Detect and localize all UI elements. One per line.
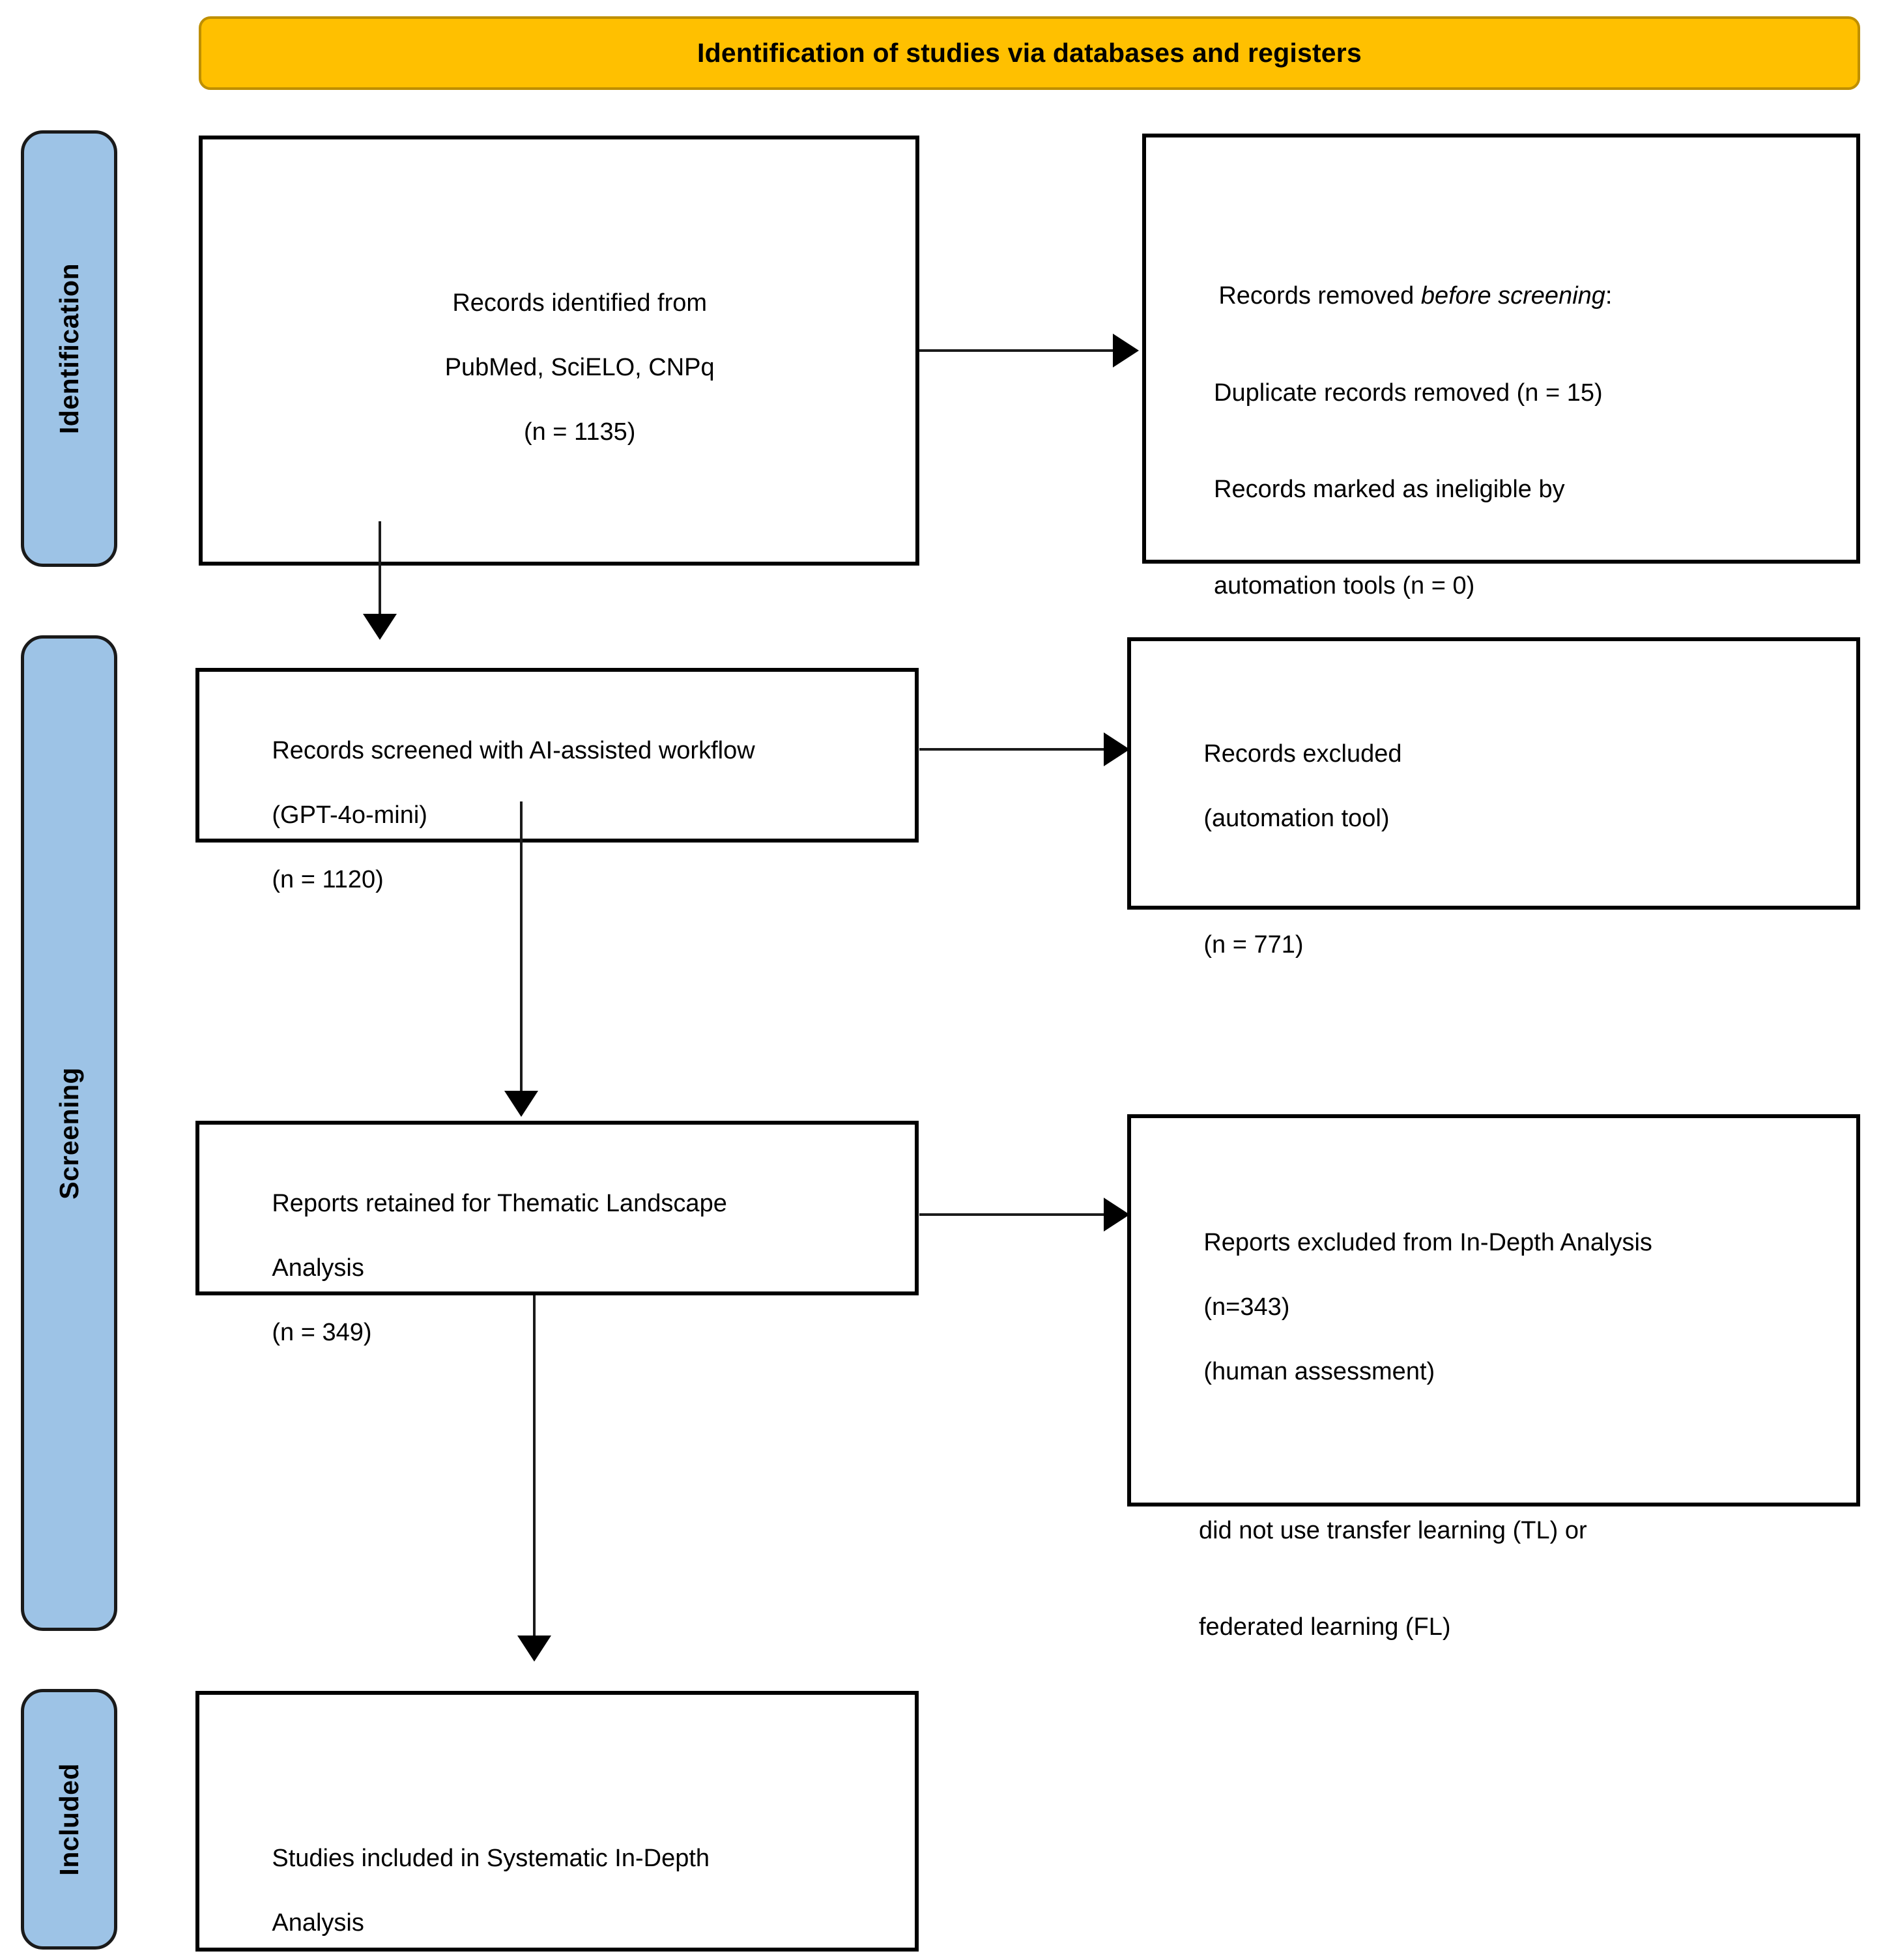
records-excluded-line1: Records excluded <box>1203 740 1402 768</box>
connector-screened-to-excluded-arrowhead <box>1104 732 1130 766</box>
records-screened-model: (GPT-4o-mini) <box>272 801 427 829</box>
reports-excluded-method: (human assessment) <box>1203 1357 1435 1385</box>
connector-retained-to-excluded-line <box>919 1213 1107 1216</box>
studies-included-line2: Analysis <box>272 1909 364 1937</box>
records-removed-ineligible-line2: automation tools (n = 0) <box>1214 571 1475 599</box>
box-records-screened-text: Records screened with AI-assisted workfl… <box>231 703 897 929</box>
spacer <box>1162 867 1838 897</box>
box-reports-excluded-indepth: Reports excluded from In-Depth Analysis … <box>1127 1114 1860 1641</box>
records-screened-count: (n = 1120) <box>272 865 384 893</box>
box-studies-included-text: Studies included in Systematic In-Depth … <box>231 1811 897 1960</box>
stage-bar-screening: Screening <box>21 635 117 1631</box>
reports-retained-count: (n = 349) <box>272 1318 372 1346</box>
reports-excluded-reason-line2: federated learning (FL) <box>1199 1613 1451 1641</box>
diagram-header-banner: Identification of studies via databases … <box>199 16 1860 90</box>
records-removed-duplicates: Duplicate records removed (n = 15) <box>1214 379 1603 407</box>
reports-retained-line2: Analysis <box>272 1254 364 1282</box>
reports-excluded-heading: Reports excluded from In-Depth Analysis <box>1203 1229 1652 1257</box>
connector-identified-to-removed-arrowhead <box>1113 334 1139 368</box>
diagram-title: Identification of studies via databases … <box>697 38 1362 68</box>
reports-excluded-reason-line1: did not use transfer learning (TL) or <box>1199 1516 1587 1544</box>
records-identified-line1: Records identified from <box>452 289 708 317</box>
records-removed-heading-italic: before screening <box>1420 282 1605 310</box>
reports-retained-line1: Reports retained for Thematic Landscape <box>272 1190 727 1218</box>
box-reports-excluded-indepth-text: Reports excluded from In-Depth Analysis … <box>1162 1195 1838 1708</box>
reports-excluded-count: (n=343) <box>1203 1293 1290 1321</box>
connector-identified-to-screened-arrowhead <box>363 614 397 640</box>
box-studies-included: Studies included in Systematic In-Depth … <box>195 1691 919 1952</box>
box-records-excluded-automation: Records excluded (automation tool) (n = … <box>1127 637 1860 958</box>
connector-screened-to-retained-line <box>520 801 523 1099</box>
records-identified-line2: PubMed, SciELO, CNPq <box>444 354 715 382</box>
stage-bar-identification: Identification <box>21 130 117 567</box>
connector-identified-to-removed-line <box>919 349 1115 352</box>
records-removed-heading-suffix: : <box>1605 282 1613 310</box>
box-reports-retained: Reports retained for Thematic Landscape … <box>195 1121 919 1346</box>
connector-retained-to-excluded-arrowhead <box>1104 1198 1130 1232</box>
box-records-removed-before-screening: Records removed before screening: Duplic… <box>1142 134 1860 696</box>
records-removed-ineligible-line1: Records marked as ineligible by <box>1214 475 1565 503</box>
records-screened-line1: Records screened with AI-assisted workfl… <box>272 737 755 765</box>
box-records-excluded-automation-text: Records excluded (automation tool) (n = … <box>1162 706 1838 994</box>
connector-identified-to-screened-line <box>379 521 381 626</box>
stage-label-included: Included <box>53 1763 84 1876</box>
stage-bar-included: Included <box>21 1689 117 1950</box>
connector-screened-to-retained-arrowhead <box>504 1091 538 1117</box>
spacer <box>1162 1420 1838 1450</box>
studies-included-line1: Studies included in Systematic In-Depth <box>272 1845 710 1873</box>
box-records-identified: Records identified from PubMed, SciELO, … <box>199 136 919 566</box>
connector-screened-to-excluded-line <box>919 748 1107 751</box>
records-identified-count: (n = 1135) <box>523 418 636 446</box>
stage-label-identification: Identification <box>53 263 84 435</box>
records-excluded-count: (n = 771) <box>1203 931 1304 959</box>
stage-label-screening: Screening <box>53 1067 84 1200</box>
records-removed-heading-prefix: Records removed <box>1218 282 1421 310</box>
records-excluded-method: (automation tool) <box>1203 805 1390 833</box>
box-records-identified-text: Records identified from PubMed, SciELO, … <box>203 255 915 481</box>
connector-retained-to-included-line <box>533 1295 536 1646</box>
box-records-screened: Records screened with AI-assisted workfl… <box>195 668 919 893</box>
box-reports-retained-text: Reports retained for Thematic Landscape … <box>231 1156 897 1381</box>
connector-retained-to-included-arrowhead <box>517 1636 551 1662</box>
